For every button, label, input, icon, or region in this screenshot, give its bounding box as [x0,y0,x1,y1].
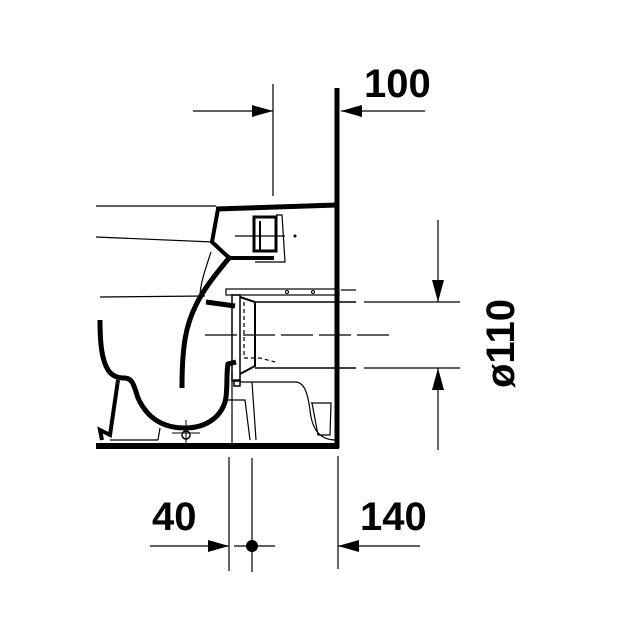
dimension-40 [150,457,275,572]
base-profile [225,372,337,446]
outlet-connector [205,288,395,387]
dimension-label-diameter: ø110 [479,299,523,388]
dimension-label-40: 40 [152,495,197,539]
dimension-label-140: 140 [360,495,427,539]
dimension-diameter-110 [364,220,460,450]
cistern-connection [95,202,338,263]
wall [96,88,340,449]
bowl-rim-line [99,295,206,298]
dimension-100 [193,84,425,196]
dimension-140 [337,456,420,569]
dimension-label-100: 100 [364,62,431,106]
trapway [97,251,237,448]
